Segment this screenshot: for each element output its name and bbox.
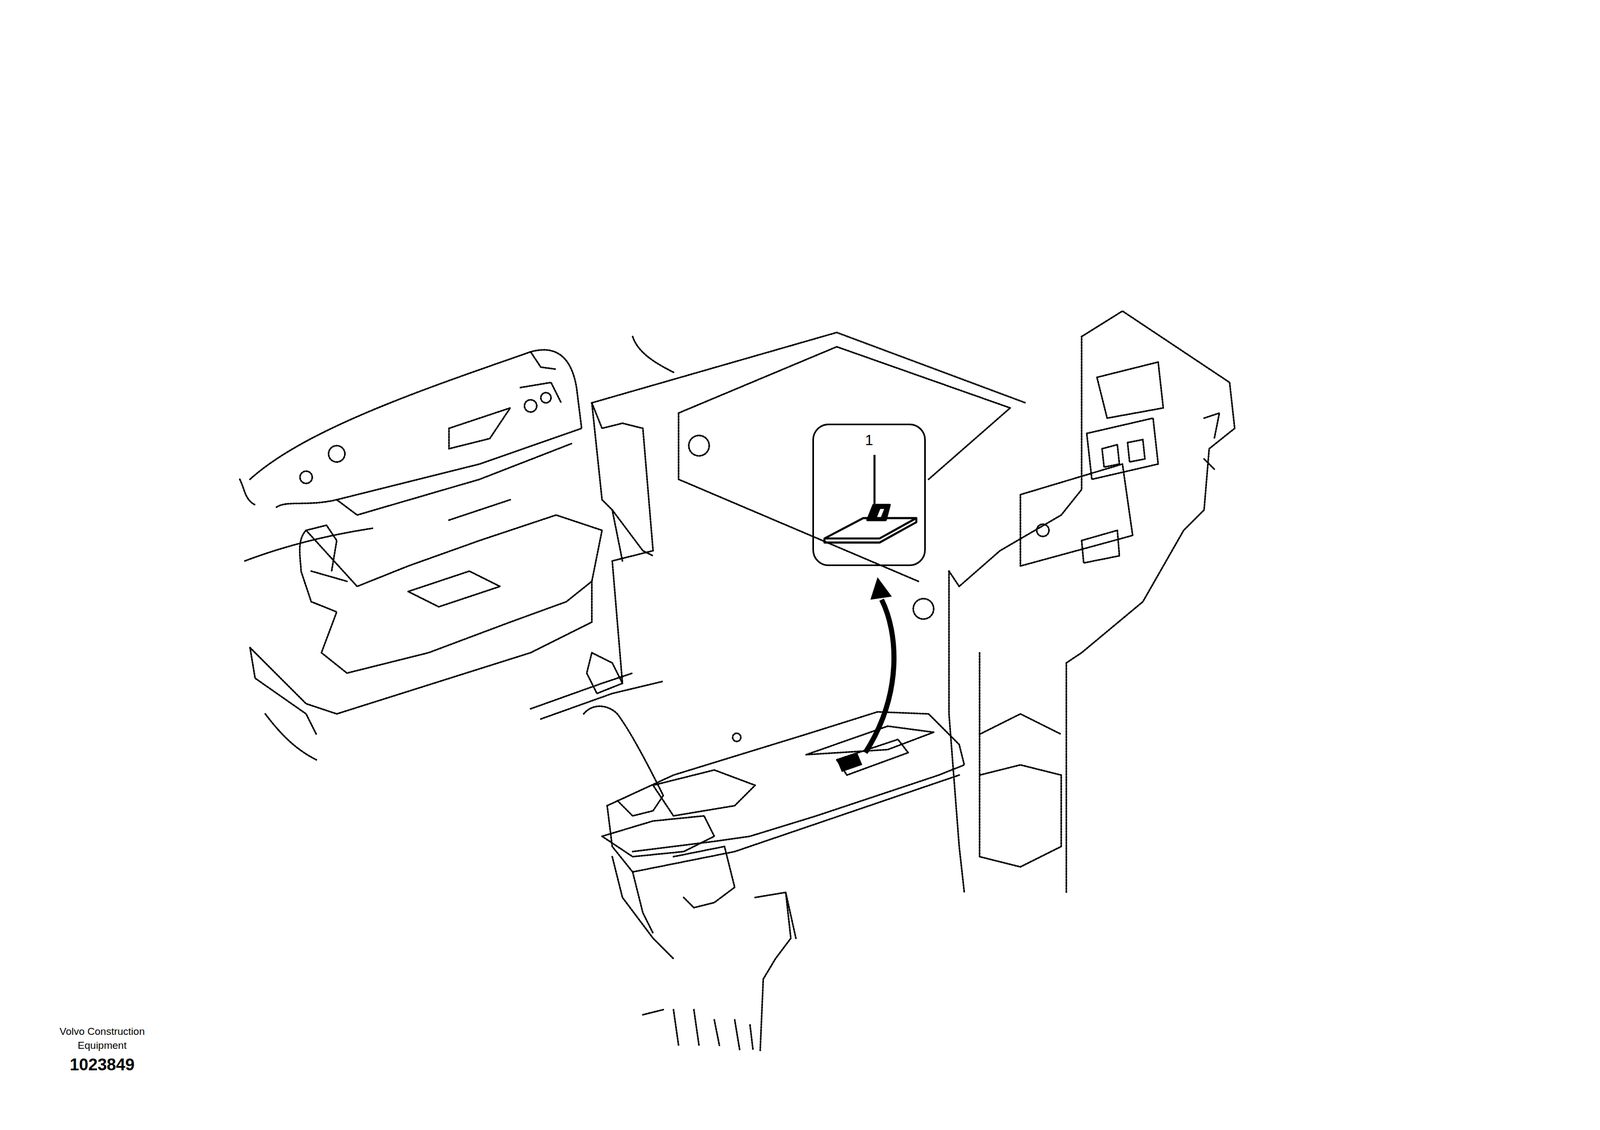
publisher-label: Volvo Construction Equipment	[37, 1024, 167, 1053]
callout-box: 1	[812, 423, 926, 567]
callout-number: 1	[813, 432, 925, 449]
figure-number: 1023849	[37, 1054, 167, 1075]
